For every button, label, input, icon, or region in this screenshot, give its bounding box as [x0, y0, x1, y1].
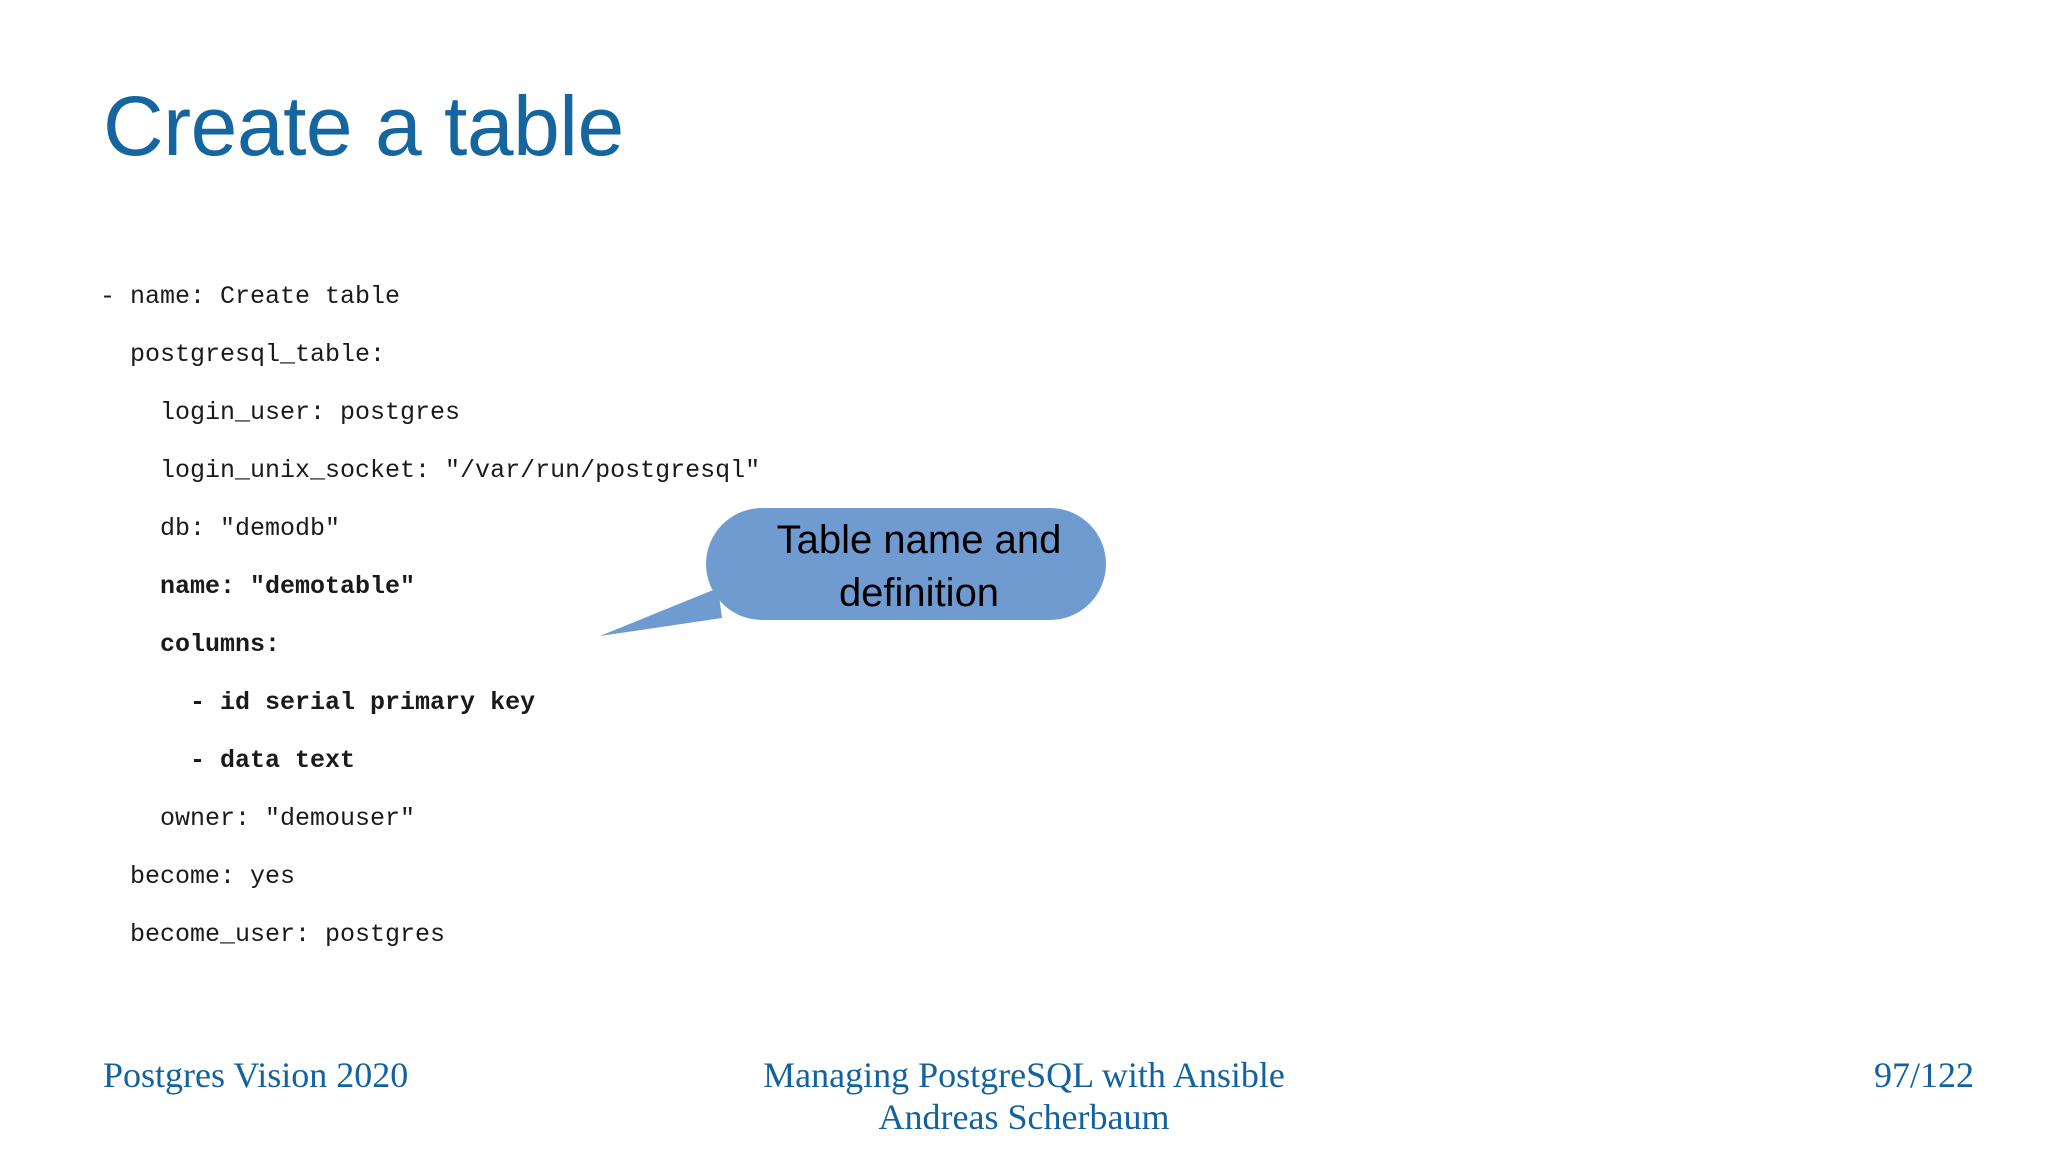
footer-event-name: Postgres Vision 2020: [103, 1055, 409, 1095]
code-line: become_user: postgres: [100, 920, 446, 949]
code-line: - data text: [100, 746, 356, 775]
page-title: Create a table: [103, 79, 624, 173]
code-line: name: "demotable": [100, 572, 416, 601]
code-line: login_unix_socket: "/var/run/postgresql": [100, 456, 761, 485]
code-line: columns:: [100, 630, 281, 659]
code-line: owner: "demouser": [100, 804, 416, 833]
code-line: postgresql_table:: [100, 340, 386, 369]
code-line: - id serial primary key: [100, 688, 536, 717]
code-line: - name: Create table: [100, 282, 401, 311]
code-line: become: yes: [100, 862, 296, 891]
footer-talk-title: Managing PostgreSQL with Ansible Andreas…: [763, 1055, 1285, 1137]
code-block: - name: Create table postgresql_table: l…: [100, 268, 1300, 964]
code-line: db: "demodb": [100, 514, 341, 543]
code-line: login_user: postgres: [100, 398, 461, 427]
footer-page-number: 97/122: [1873, 1055, 1974, 1095]
